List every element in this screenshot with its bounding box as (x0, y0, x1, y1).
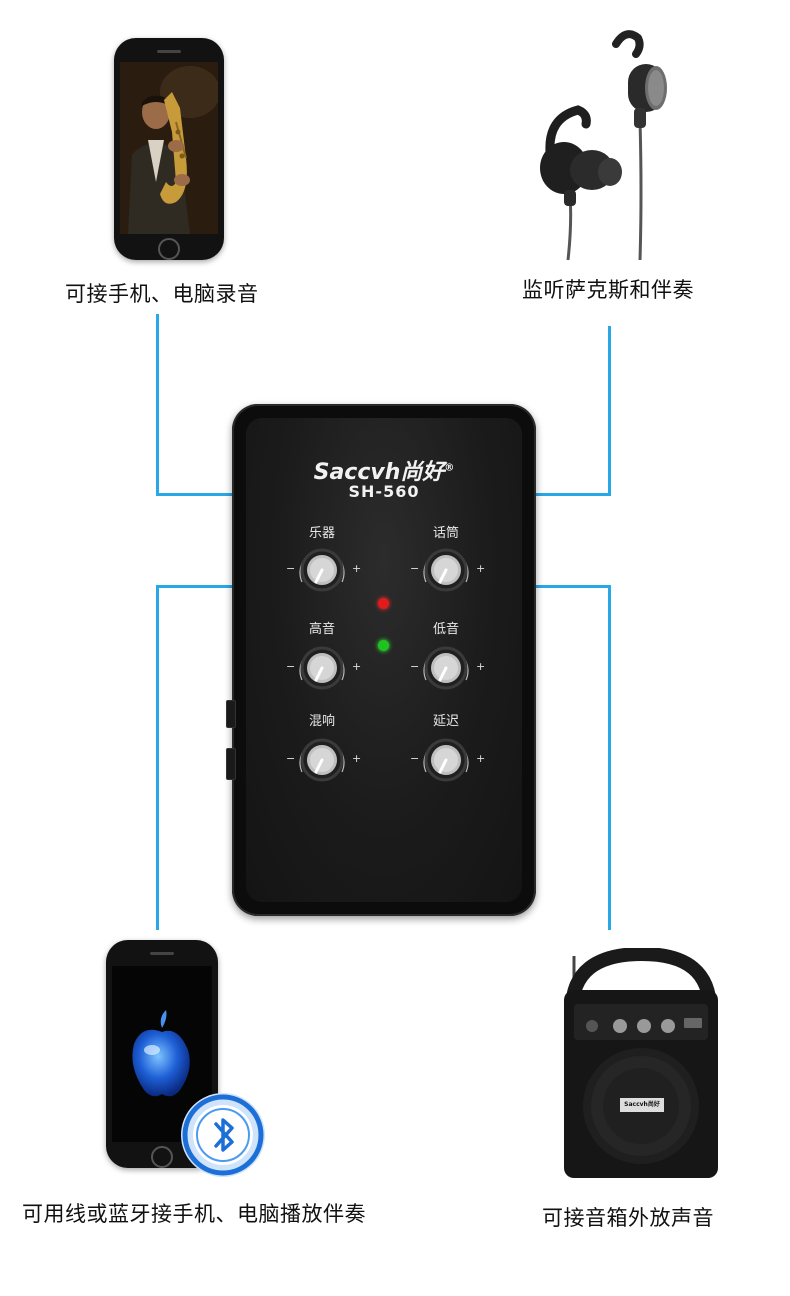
knob-minus-reverb: − (286, 752, 296, 765)
connector-line-top-right-h (536, 493, 611, 496)
mixer-device: Saccvh尚好® SH-560 乐器 话筒 高音 低音 混响 延迟 (226, 404, 536, 916)
phone-top-left (114, 38, 224, 260)
knob-plus-microphone: + (476, 562, 486, 575)
earphones-illustration (540, 30, 667, 261)
connector-line-top-left-v (156, 314, 159, 496)
knob-label-microphone: 话筒 (432, 526, 459, 541)
device-brand-logo: Saccvh尚好® (232, 454, 536, 486)
saxophone-player-illustration (120, 62, 218, 234)
knob-label-reverb: 混响 (308, 714, 335, 729)
phone-speaker (150, 952, 174, 955)
phone-speaker (157, 50, 181, 53)
bluetooth-icon (181, 1093, 265, 1177)
connector-line-bottom-left-v (156, 585, 159, 930)
knob-label-bass: 低音 (432, 622, 459, 637)
phone-home-button (151, 1146, 173, 1168)
knob-treble[interactable] (294, 640, 350, 696)
speaker-brand-label: Saccvh尚好 (624, 1101, 660, 1108)
caption-top-left: 可接手机、电脑录音 (65, 282, 259, 306)
device-model: SH-560 (348, 482, 420, 501)
speaker-illustration (564, 948, 718, 1178)
knob-plus-instrument: + (352, 562, 362, 575)
knob-microphone[interactable] (418, 542, 474, 598)
knob-plus-treble: + (352, 660, 362, 673)
led-green-indicator (378, 640, 389, 651)
registered-mark: ® (444, 462, 455, 474)
portable-speaker: Saccvh尚好 (560, 948, 722, 1184)
apple-logo-illustration (132, 1010, 190, 1097)
caption-bottom-right: 可接音箱外放声音 (542, 1206, 714, 1230)
connector-line-bottom-right-h (536, 585, 611, 588)
mixer-faceplate (246, 418, 522, 902)
knob-instrument[interactable] (294, 542, 350, 598)
knob-plus-bass: + (476, 660, 486, 673)
phone-home-button (158, 238, 180, 260)
knob-label-instrument: 乐器 (308, 526, 335, 541)
knob-label-delay: 延迟 (432, 714, 459, 729)
connector-line-top-right-v (608, 326, 611, 496)
connector-line-bottom-left-h (156, 585, 234, 588)
knob-label-treble: 高音 (308, 622, 335, 637)
device-brand-text: Saccvh尚好 (313, 460, 445, 485)
led-red-indicator (378, 598, 389, 609)
caption-top-right: 监听萨克斯和伴奏 (522, 278, 694, 302)
connector-line-bottom-right-v (608, 585, 611, 930)
phone-screen-saxophone (120, 62, 218, 234)
knob-minus-treble: − (286, 660, 296, 673)
knob-minus-instrument: − (286, 562, 296, 575)
connector-line-top-left-h (156, 493, 234, 496)
side-button-lower[interactable] (226, 748, 236, 780)
side-button-upper[interactable] (226, 700, 236, 728)
knob-reverb[interactable] (294, 732, 350, 788)
knob-plus-delay: + (476, 752, 486, 765)
knob-delay[interactable] (418, 732, 474, 788)
knob-minus-delay: − (410, 752, 420, 765)
knob-plus-reverb: + (352, 752, 362, 765)
knob-minus-bass: − (410, 660, 420, 673)
knob-bass[interactable] (418, 640, 474, 696)
caption-bottom-left: 可用线或蓝牙接手机、电脑播放伴奏 (22, 1202, 366, 1226)
knob-minus-microphone: − (410, 562, 420, 575)
